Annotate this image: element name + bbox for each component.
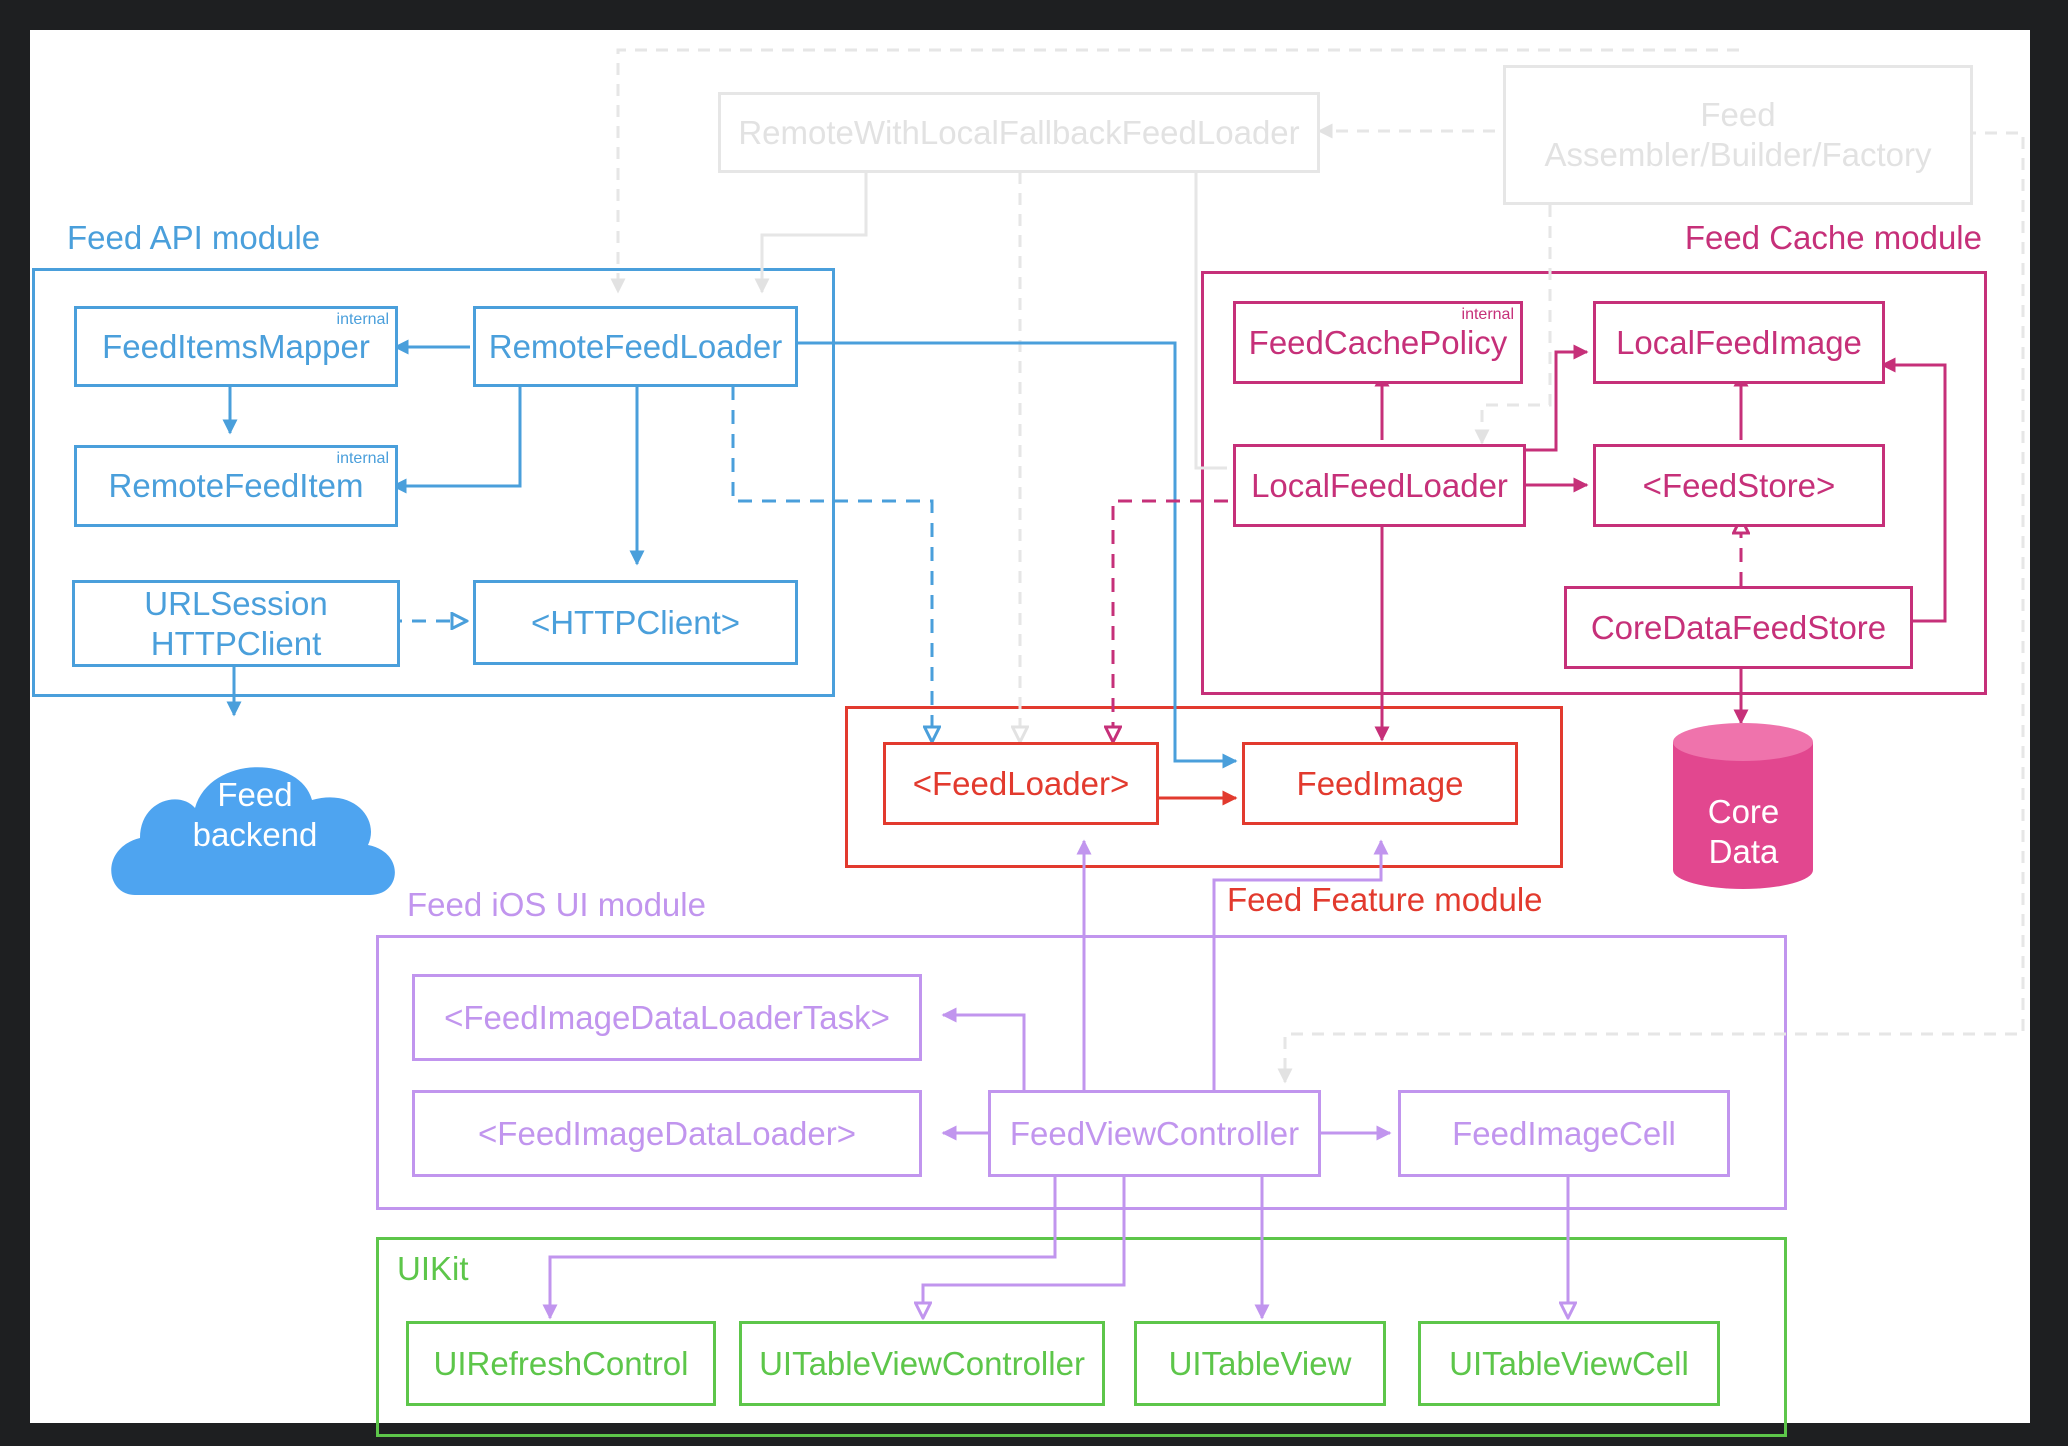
feed-image[interactable]: FeedImage: [1242, 742, 1518, 825]
node-label-line1: URLSession: [144, 584, 328, 622]
node-label-line2: HTTPClient: [150, 624, 322, 662]
core-data-line1: Core: [1707, 793, 1780, 830]
node-label: RemoteFeedLoader: [488, 327, 783, 365]
core-data-feed-store[interactable]: CoreDataFeedStore: [1564, 586, 1913, 669]
node-label: UITableViewController: [759, 1344, 1085, 1382]
node-label: <FeedLoader>: [912, 764, 1130, 802]
node-label: FeedImage: [1296, 764, 1464, 802]
node-label: FeedItemsMapper: [102, 327, 370, 365]
uikit-module-label: UIKit: [397, 1250, 469, 1287]
feed-cache-module-label: Feed Cache module: [1684, 219, 1982, 256]
node-label: LocalFeedLoader: [1251, 466, 1508, 504]
remote-feed-loader[interactable]: RemoteFeedLoader: [473, 306, 798, 387]
feed-assembler-node[interactable]: Feed Assembler/Builder/Factory: [1503, 65, 1973, 205]
node-label: RemoteFeedItem: [108, 467, 364, 504]
cloud-shape: [111, 767, 395, 895]
core-data-line2: Data: [1708, 833, 1779, 870]
feed-backend-line1: Feed: [217, 776, 293, 813]
node-label: UITableViewCell: [1449, 1344, 1689, 1382]
node-label-line2: Assembler/Builder/Factory: [1544, 136, 1932, 173]
feed-loader-protocol[interactable]: <FeedLoader>: [883, 742, 1159, 825]
node-label: UIRefreshControl: [433, 1344, 689, 1382]
ui-refresh-control[interactable]: UIRefreshControl: [406, 1321, 716, 1406]
node-label: UITableView: [1168, 1344, 1352, 1382]
feed-ios-ui-module-label: Feed iOS UI module: [407, 886, 706, 923]
node-label: <FeedImageDataLoaderTask>: [444, 998, 890, 1036]
node-label: <FeedImageDataLoader>: [478, 1114, 856, 1152]
feed-image-cell[interactable]: FeedImageCell: [1398, 1090, 1730, 1177]
feed-image-data-loader[interactable]: <FeedImageDataLoader>: [412, 1090, 922, 1177]
ui-table-view-cell[interactable]: UITableViewCell: [1418, 1321, 1720, 1406]
feed-cache-policy[interactable]: internal FeedCachePolicy: [1233, 301, 1523, 384]
ui-table-view-controller[interactable]: UITableViewController: [739, 1321, 1105, 1406]
node-label: FeedCachePolicy: [1248, 323, 1508, 361]
node-label-line1: Feed: [1700, 96, 1776, 133]
uikit-module: [376, 1237, 1787, 1437]
feed-backend-label: Feed backend: [110, 775, 400, 855]
feed-feature-module: [845, 706, 1563, 868]
node-label: CoreDataFeedStore: [1590, 608, 1887, 646]
feed-feature-module-label: Feed Feature module: [1227, 881, 1543, 918]
feed-ios-ui-module: [376, 935, 1787, 1210]
local-feed-image[interactable]: LocalFeedImage: [1593, 301, 1885, 384]
feed-api-module: [32, 268, 835, 697]
node-label: <FeedStore>: [1642, 466, 1836, 504]
remote-feed-item[interactable]: internal RemoteFeedItem: [74, 445, 398, 527]
http-client-protocol[interactable]: <HTTPClient>: [473, 580, 798, 665]
core-data-label: Core Data: [1671, 792, 1816, 872]
connector-lines: [111, 48, 2025, 1320]
feed-api-module-label: Feed API module: [67, 219, 321, 256]
feed-cache-module: [1201, 271, 1987, 695]
feed-image-data-loader-task[interactable]: <FeedImageDataLoaderTask>: [412, 974, 922, 1061]
local-feed-loader[interactable]: LocalFeedLoader: [1233, 444, 1526, 527]
feed-store-protocol[interactable]: <FeedStore>: [1593, 444, 1885, 527]
remote-with-local-fallback-feed-loader[interactable]: RemoteWithLocalFallbackFeedLoader: [718, 92, 1320, 173]
node-label: FeedViewController: [1009, 1114, 1300, 1152]
internal-badge: internal: [336, 450, 389, 467]
feed-items-mapper[interactable]: internal FeedItemsMapper: [74, 306, 398, 387]
ui-table-view[interactable]: UITableView: [1134, 1321, 1386, 1406]
feed-view-controller[interactable]: FeedViewController: [988, 1090, 1321, 1177]
database-shape: [1673, 723, 1813, 889]
node-label: RemoteWithLocalFallbackFeedLoader: [738, 113, 1300, 151]
node-label: FeedImageCell: [1452, 1114, 1676, 1152]
node-label: <HTTPClient>: [530, 603, 741, 641]
urlsession-http-client[interactable]: URLSession HTTPClient: [72, 580, 400, 667]
internal-badge: internal: [336, 311, 389, 328]
feed-backend-line2: backend: [192, 816, 318, 853]
node-label: LocalFeedImage: [1616, 323, 1862, 361]
internal-badge: internal: [1461, 306, 1514, 323]
architecture-diagram: Feed API module Feed Cache module Feed F…: [30, 30, 2030, 1437]
